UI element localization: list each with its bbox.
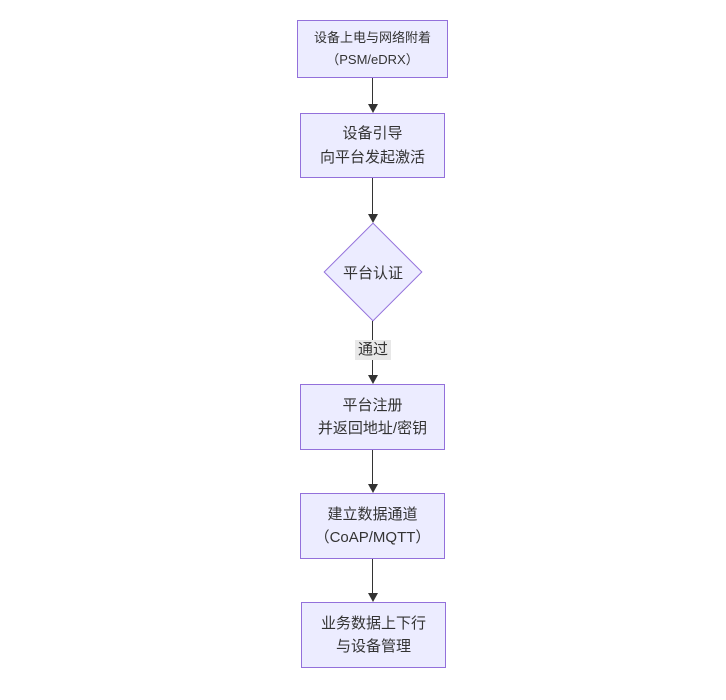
edge-label-pass: 通过 [355, 340, 392, 360]
node-business-data: 业务数据上下行 与设备管理 [301, 602, 446, 668]
node-label-line: 平台注册 [342, 396, 403, 414]
node-label-line: 业务数据上下行 [320, 614, 426, 632]
node-label-line: （CoAP/MQTT） [314, 529, 431, 546]
edge-connector [372, 178, 373, 215]
node-label-line: 与设备管理 [335, 638, 411, 655]
edge-connector [372, 559, 373, 594]
node-label-line: 设备引导 [342, 125, 403, 143]
node-label-line: （PSM/eDRX） [326, 52, 419, 67]
node-data-channel: 建立数据通道 （CoAP/MQTT） [300, 493, 445, 559]
arrow-head-icon [368, 104, 378, 113]
node-device-bootstrap: 设备引导 向平台发起激活 [300, 113, 445, 178]
edge-connector [372, 450, 373, 485]
decision-platform-auth-label: 平台认证 [342, 265, 403, 282]
node-label-line: 建立数据通道 [327, 505, 418, 523]
arrow-head-icon [368, 593, 378, 602]
node-label-line: 并返回地址/密钥 [317, 420, 428, 437]
node-label-line: 向平台发起激活 [319, 148, 425, 166]
edge-connector [372, 78, 373, 105]
arrow-head-icon [368, 214, 378, 223]
arrow-head-icon [368, 375, 378, 384]
node-power-network-attach: 设备上电与网络附着 （PSM/eDRX） [297, 20, 448, 78]
node-label-line: 设备上电与网络附着 [313, 29, 431, 45]
arrow-head-icon [368, 484, 378, 493]
node-platform-register: 平台注册 并返回地址/密钥 [300, 384, 445, 450]
